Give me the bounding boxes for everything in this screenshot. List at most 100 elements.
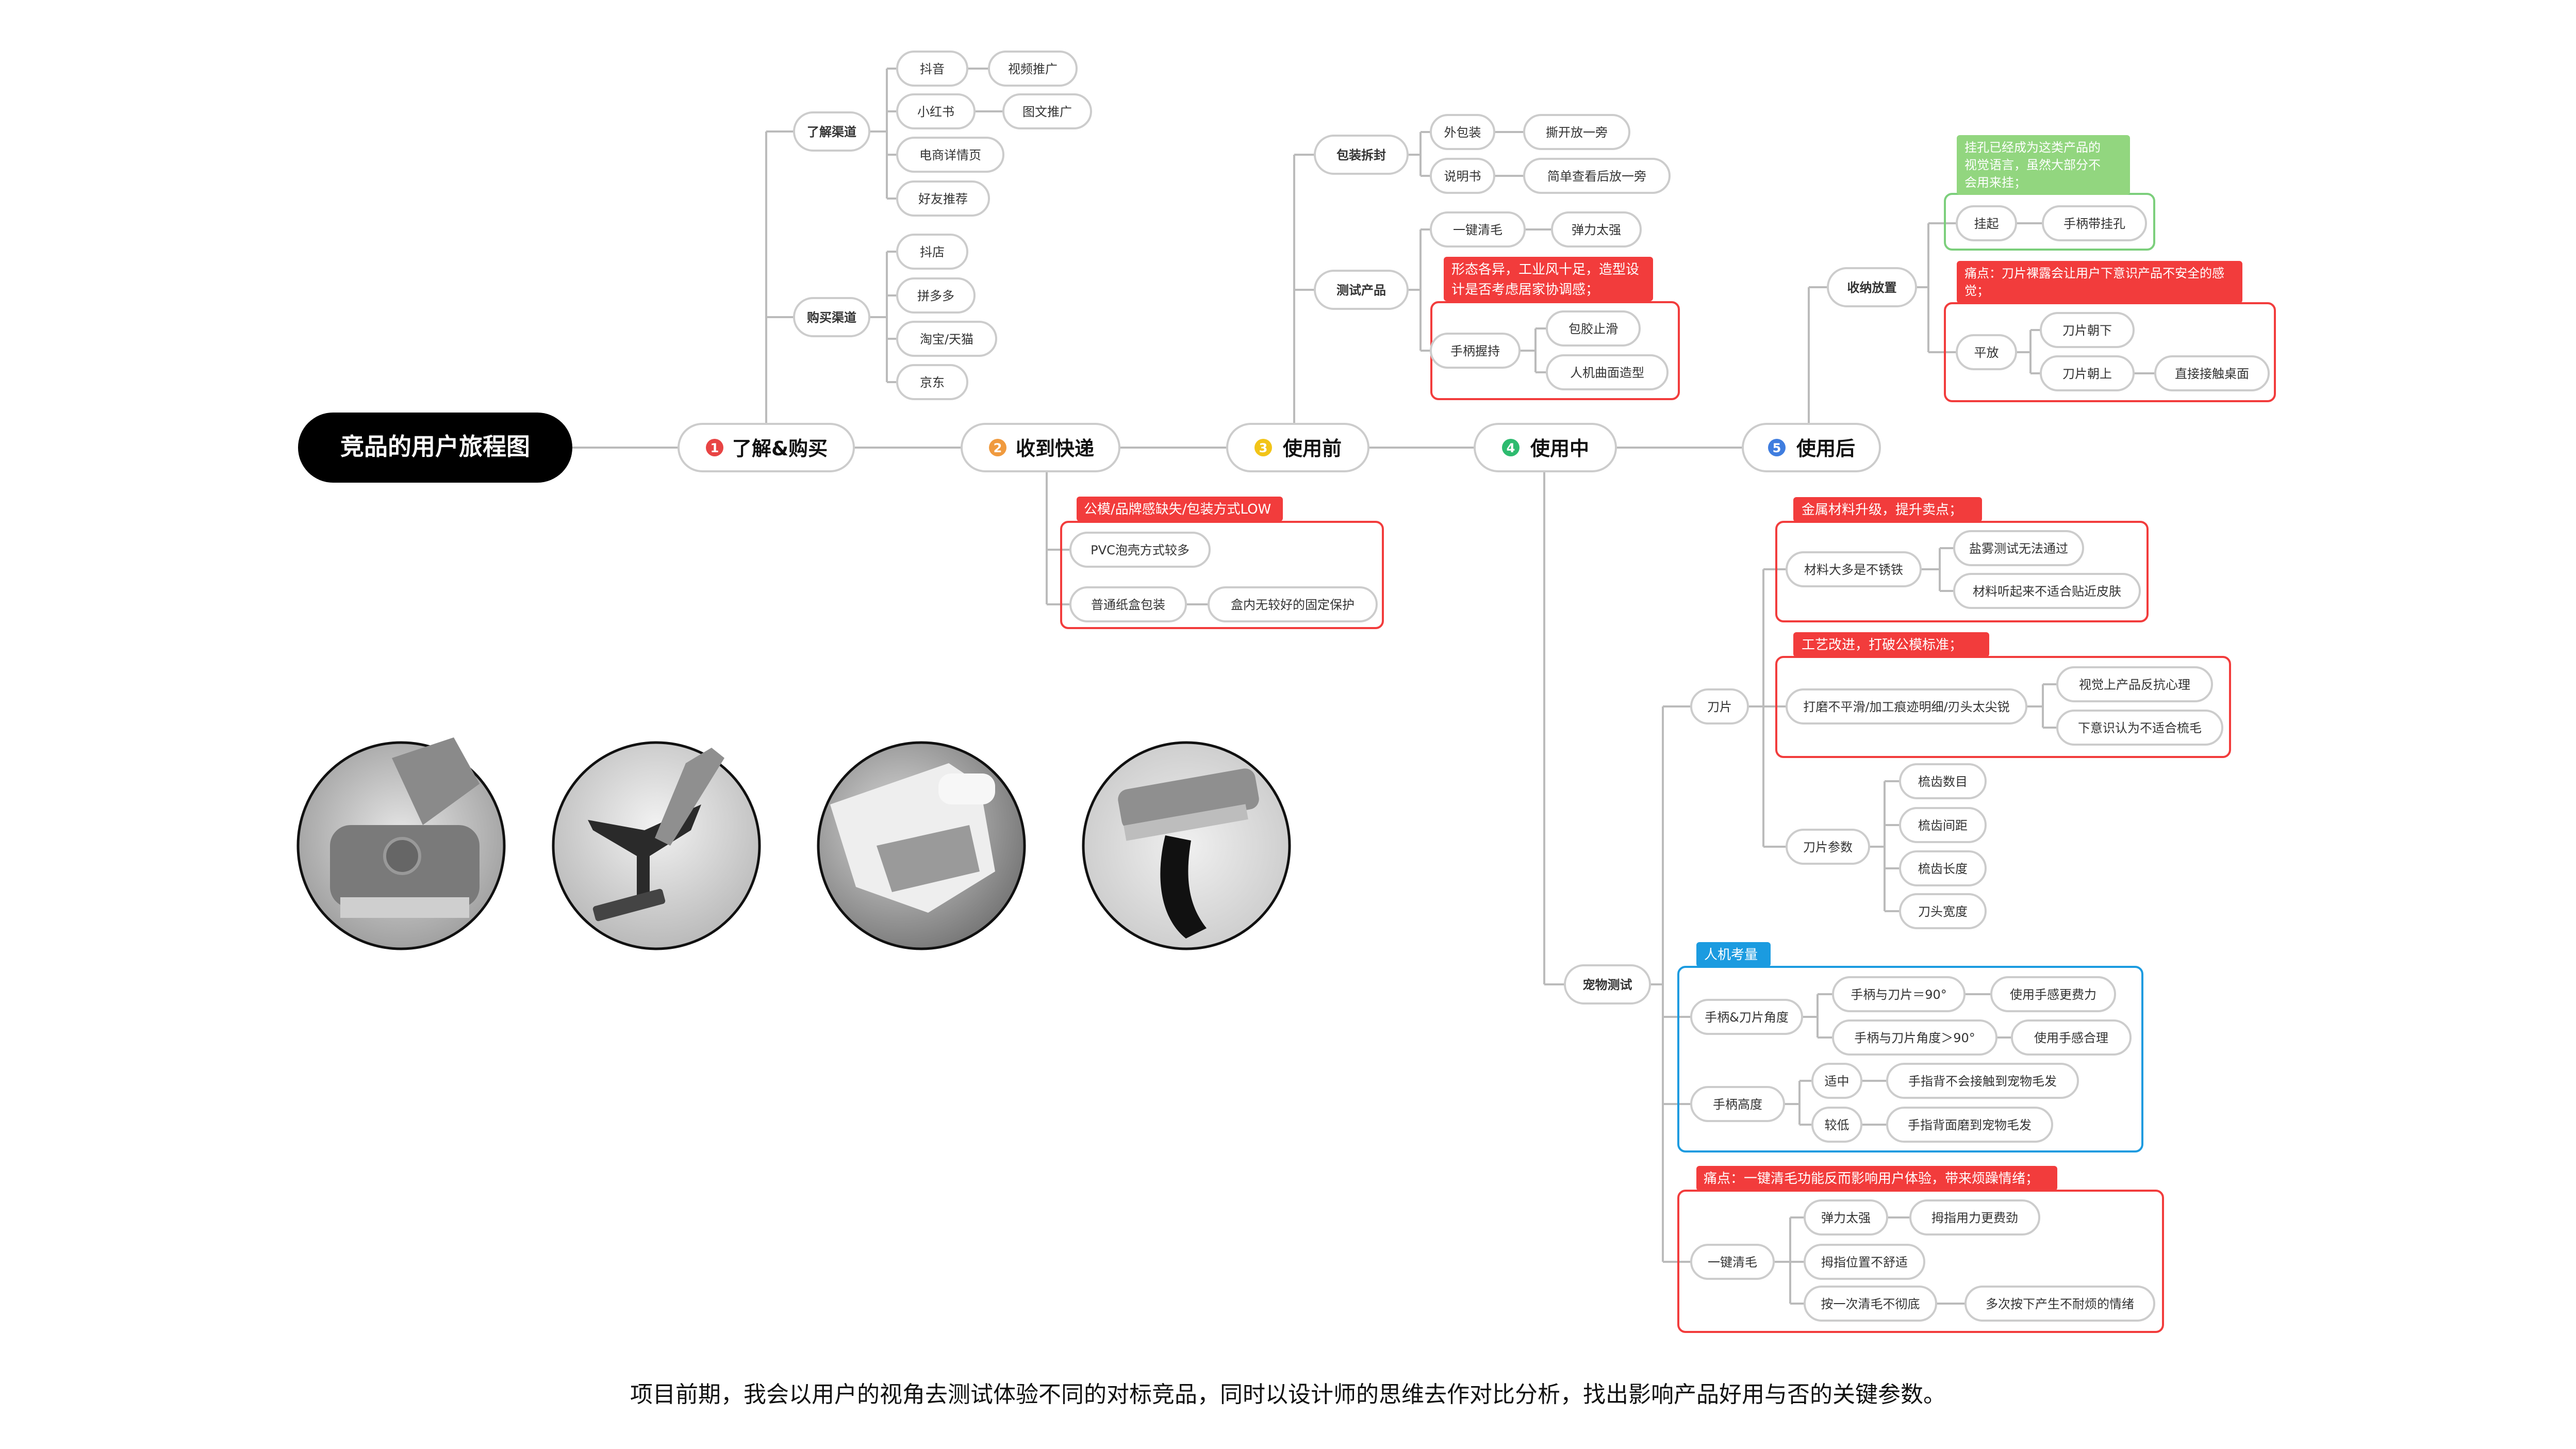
node-s1-know-items-0: 抖音	[896, 51, 968, 87]
callout-s4-3-text: 人机考量	[1704, 947, 1758, 963]
node-s4-params-items-2: 梳齿长度	[1899, 850, 1987, 886]
node-s3-grip-label: 手柄握持	[1450, 344, 1500, 358]
root-title: 竞品的用户旅程图	[340, 433, 530, 460]
node-s4-cl-a: 弹力太强	[1804, 1199, 1888, 1236]
node-s1-buy-items-3-label: 京东	[920, 375, 945, 390]
node-s4-angle-a-label: 手柄与刀片＝90°	[1851, 987, 1947, 1002]
callout-s5-red-line2: 觉；	[1964, 284, 1989, 298]
product-photo-1	[296, 737, 506, 950]
node-s5-flat-label: 平放	[1974, 345, 1999, 360]
node-s4-height: 手柄高度	[1690, 1086, 1785, 1122]
node-s1-know-label: 了解渠道	[807, 125, 856, 139]
node-s4-params-items-0: 梳齿数目	[1899, 763, 1987, 799]
node-s4-h-low-label: 较低	[1825, 1118, 1850, 1132]
stage-4-badge	[1502, 439, 1520, 456]
callout-s4-4-text: 痛点：一键清毛功能反而影响用户体验，带来烦躁情绪；	[1704, 1171, 2039, 1187]
stage-1-num: 1	[711, 441, 719, 455]
stage-3: 3 使用前	[1226, 423, 1369, 472]
callout-s3-line1: 形态各异，工业风十足，造型设	[1451, 262, 1639, 277]
callout-s4-1-text: 金属材料升级，提升卖点；	[1802, 502, 1962, 518]
node-s4-h-low-sub-label: 手指背面磨到宠物毛发	[1908, 1118, 2032, 1132]
node-s4-params-items-1: 梳齿间距	[1899, 807, 1987, 843]
node-s3-oneclick: 一键清毛	[1430, 211, 1526, 248]
node-s4-pet: 宠物测试	[1564, 964, 1651, 1005]
node-s1-buy-label: 购买渠道	[807, 310, 856, 325]
node-s1-know-sub-1-label: 图文推广	[1022, 105, 1072, 119]
node-s1-buy-items-0-label: 抖店	[920, 245, 945, 259]
node-s3-grip-b-label: 人机曲面造型	[1570, 366, 1644, 380]
node-s4-blade-label: 刀片	[1707, 700, 1732, 714]
node-s4-h-low: 较低	[1811, 1107, 1862, 1143]
callout-s3	[1444, 257, 1653, 301]
product-photo-2	[552, 741, 761, 950]
node-s4-angle-b-sub-label: 使用手感合理	[2034, 1031, 2108, 1045]
node-s3-manual-label: 说明书	[1444, 169, 1481, 184]
node-s5-up-sub: 直接接触桌面	[2154, 355, 2270, 391]
node-s4-h-mid-sub-label: 手指背不会接触到宠物毛发	[1908, 1074, 2057, 1089]
node-s5-down: 刀片朝下	[2040, 312, 2135, 348]
node-s4-mat: 材料大多是不锈铁	[1786, 551, 1922, 587]
node-s1-know-items-0-label: 抖音	[920, 62, 945, 76]
node-s4-params-items-3-label: 刀头宽度	[1918, 904, 1968, 919]
stage-3-label: 使用前	[1283, 437, 1342, 460]
node-s1-buy-items-1: 拼多多	[896, 277, 976, 314]
node-s1-know-items-3: 好友推荐	[896, 180, 990, 217]
callout-s4-3	[1696, 942, 1771, 967]
callout-s2	[1077, 497, 1283, 521]
stage-4: 4 使用中	[1474, 423, 1617, 472]
node-s4-angle-b-sub: 使用手感合理	[2011, 1019, 2132, 1056]
node-s4-mat-a-label: 盐雾测试无法通过	[1969, 541, 2068, 556]
node-s4-params-items-3: 刀头宽度	[1899, 893, 1987, 929]
stage-nodes: 1 了解&购买 2 收到快递 3 使用前 4 使用中 5 使用后	[678, 423, 1881, 472]
callout-s5-green-line1: 挂孔已经成为这类产品的	[1964, 140, 2101, 155]
node-s4-angle-b: 手柄与刀片角度＞90°	[1832, 1019, 1997, 1056]
node-s2-b-sub: 盒内无较好的固定保护	[1208, 586, 1378, 622]
node-s1-know-items-3-label: 好友推荐	[918, 192, 968, 206]
node-s3-outer-label: 外包装	[1444, 125, 1481, 140]
callout-s5-red-line1: 痛点：刀片裸露会让用户下意识产品不安全的感	[1964, 266, 2224, 281]
product-photos	[296, 737, 1291, 950]
connector-lines	[572, 68, 2155, 1305]
stage-2-label: 收到快递	[1016, 437, 1094, 460]
node-s4-craft-label: 打磨不平滑/加工痕迹明细/刃头太尖锐	[1803, 700, 2009, 714]
node-s4-craft-a-label: 视觉上产品反抗心理	[2079, 678, 2190, 692]
node-s4-blade: 刀片	[1690, 688, 1749, 724]
product-photo-3	[817, 741, 1026, 950]
node-s4-cl-a-sub: 拇指用力更费劲	[1909, 1199, 2040, 1236]
node-s3-test: 测试产品	[1314, 270, 1409, 310]
node-s1-know-items-2: 电商详情页	[896, 137, 1004, 173]
node-s4-cl-b-label: 拇指位置不舒适	[1821, 1255, 1908, 1270]
node-s4-pet-label: 宠物测试	[1583, 978, 1632, 992]
node-s3-oneclick-label: 一键清毛	[1453, 223, 1502, 237]
stage-1-badge	[706, 439, 723, 456]
node-s1-buy-items-2-label: 淘宝/天猫	[920, 332, 973, 347]
stage-4-label: 使用中	[1530, 437, 1589, 460]
node-s5-store: 收纳放置	[1827, 267, 1917, 307]
node-s1-buy-items-1-label: 拼多多	[917, 289, 954, 303]
node-s4-height-label: 手柄高度	[1713, 1097, 1762, 1112]
node-s4-angle-a-sub-label: 使用手感更费力	[2010, 987, 2096, 1002]
callout-s5-green-line3: 会用来挂；	[1964, 175, 2026, 190]
callout-s4-2-text: 工艺改进，打破公模标准；	[1802, 637, 1962, 653]
node-s5-store-label: 收纳放置	[1847, 281, 1897, 295]
node-s1-know-items-2-label: 电商详情页	[919, 148, 981, 162]
node-s4-params-items-1-label: 梳齿间距	[1918, 818, 1968, 833]
callout-s5-red	[1957, 261, 2242, 303]
node-s4-params-items-2-label: 梳齿长度	[1918, 862, 1968, 876]
node-s4-cl-c-sub-label: 多次按下产生不耐烦的情绪	[1986, 1297, 2134, 1311]
node-s1-know-sub-0-label: 视频推广	[1008, 62, 1058, 76]
product-photo-4	[1082, 741, 1291, 950]
node-s1-buy: 购买渠道	[793, 297, 870, 337]
callout-s2-text: 公模/品牌感缺失/包装方式LOW	[1084, 502, 1271, 517]
node-s4-craft-b-label: 下意识认为不适合梳毛	[2078, 721, 2202, 735]
node-s1-know-items-1-label: 小红书	[917, 105, 954, 119]
node-s3-oneclick-sub: 弹力太强	[1551, 211, 1642, 248]
node-s3-outer-sub: 撕开放一旁	[1523, 114, 1630, 150]
node-s3-grip-a-label: 包胶止滑	[1568, 322, 1618, 336]
node-s3-manual: 说明书	[1430, 158, 1495, 194]
node-s5-hang-sub: 手柄带挂孔	[2042, 205, 2147, 241]
node-s5-hang-label: 挂起	[1974, 217, 1999, 231]
callout-s4-4	[1696, 1166, 2057, 1191]
node-s4-angle-a: 手柄与刀片＝90°	[1832, 976, 1966, 1012]
node-s4-angle-b-label: 手柄与刀片角度＞90°	[1854, 1031, 1975, 1045]
